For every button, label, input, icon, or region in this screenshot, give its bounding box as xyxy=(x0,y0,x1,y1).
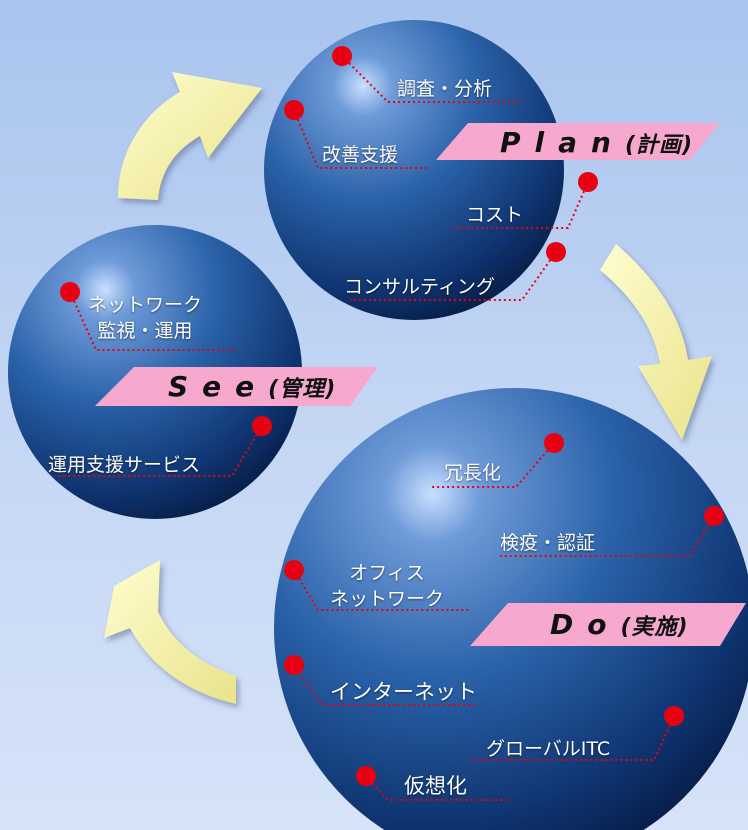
marker-dot xyxy=(356,766,376,786)
do-phase-title: Do(実施) xyxy=(550,608,689,641)
marker-dot xyxy=(332,46,352,66)
label-network-monitoring-line2: 監視・運用 xyxy=(97,320,193,342)
marker-dot xyxy=(544,433,564,453)
marker-dot xyxy=(284,655,304,675)
leader-lines xyxy=(56,55,715,801)
marker-dot xyxy=(546,242,566,262)
marker-dot xyxy=(284,100,304,120)
plan-sphere xyxy=(264,20,564,320)
label-operations-support: 運用支援サービス xyxy=(48,454,201,476)
marker-dots xyxy=(60,46,724,786)
plan-phase-title: Plan(計画) xyxy=(500,126,693,159)
label-network-monitoring: ネットワーク 監視・運用 xyxy=(88,292,202,344)
label-office-network: オフィス ネットワーク xyxy=(330,560,444,612)
plan-phase-kanji: (計画) xyxy=(624,133,694,158)
marker-dot xyxy=(704,506,724,526)
see-phase-kanji: (管理) xyxy=(268,377,337,402)
arrow-do-to-see xyxy=(104,560,236,704)
do-banner xyxy=(470,603,746,646)
label-improvement-support: 改善支援 xyxy=(322,144,399,166)
marker-dot xyxy=(60,282,80,302)
marker-dot xyxy=(578,172,598,192)
label-global-itc: グローバルITC xyxy=(486,738,611,760)
label-cost: コスト xyxy=(466,204,524,226)
plan-banner xyxy=(436,123,720,160)
plan-phase-letters: Plan xyxy=(500,126,625,159)
label-consulting: コンサルティング xyxy=(344,276,495,298)
do-phase-letters: Do xyxy=(550,608,621,641)
see-banner xyxy=(95,367,378,406)
marker-dot xyxy=(284,560,304,580)
label-survey-analysis: 調査・分析 xyxy=(397,78,493,100)
label-internet: インターネット xyxy=(330,680,477,704)
label-office-network-line1: オフィス xyxy=(349,562,425,584)
label-redundancy: 冗長化 xyxy=(444,462,502,484)
label-network-monitoring-line1: ネットワーク xyxy=(88,294,203,316)
label-quarantine-auth: 検疫・認証 xyxy=(500,532,596,554)
marker-dot xyxy=(252,416,272,436)
marker-dot xyxy=(664,706,684,726)
arrow-see-to-plan xyxy=(118,72,262,200)
label-virtualization: 仮想化 xyxy=(404,774,467,798)
arrow-plan-to-do xyxy=(600,244,712,440)
see-phase-letters: See xyxy=(168,370,269,403)
label-office-network-line2: ネットワーク xyxy=(330,588,445,610)
do-phase-kanji: (実施) xyxy=(620,615,689,640)
see-phase-title: See(管理) xyxy=(168,370,336,403)
